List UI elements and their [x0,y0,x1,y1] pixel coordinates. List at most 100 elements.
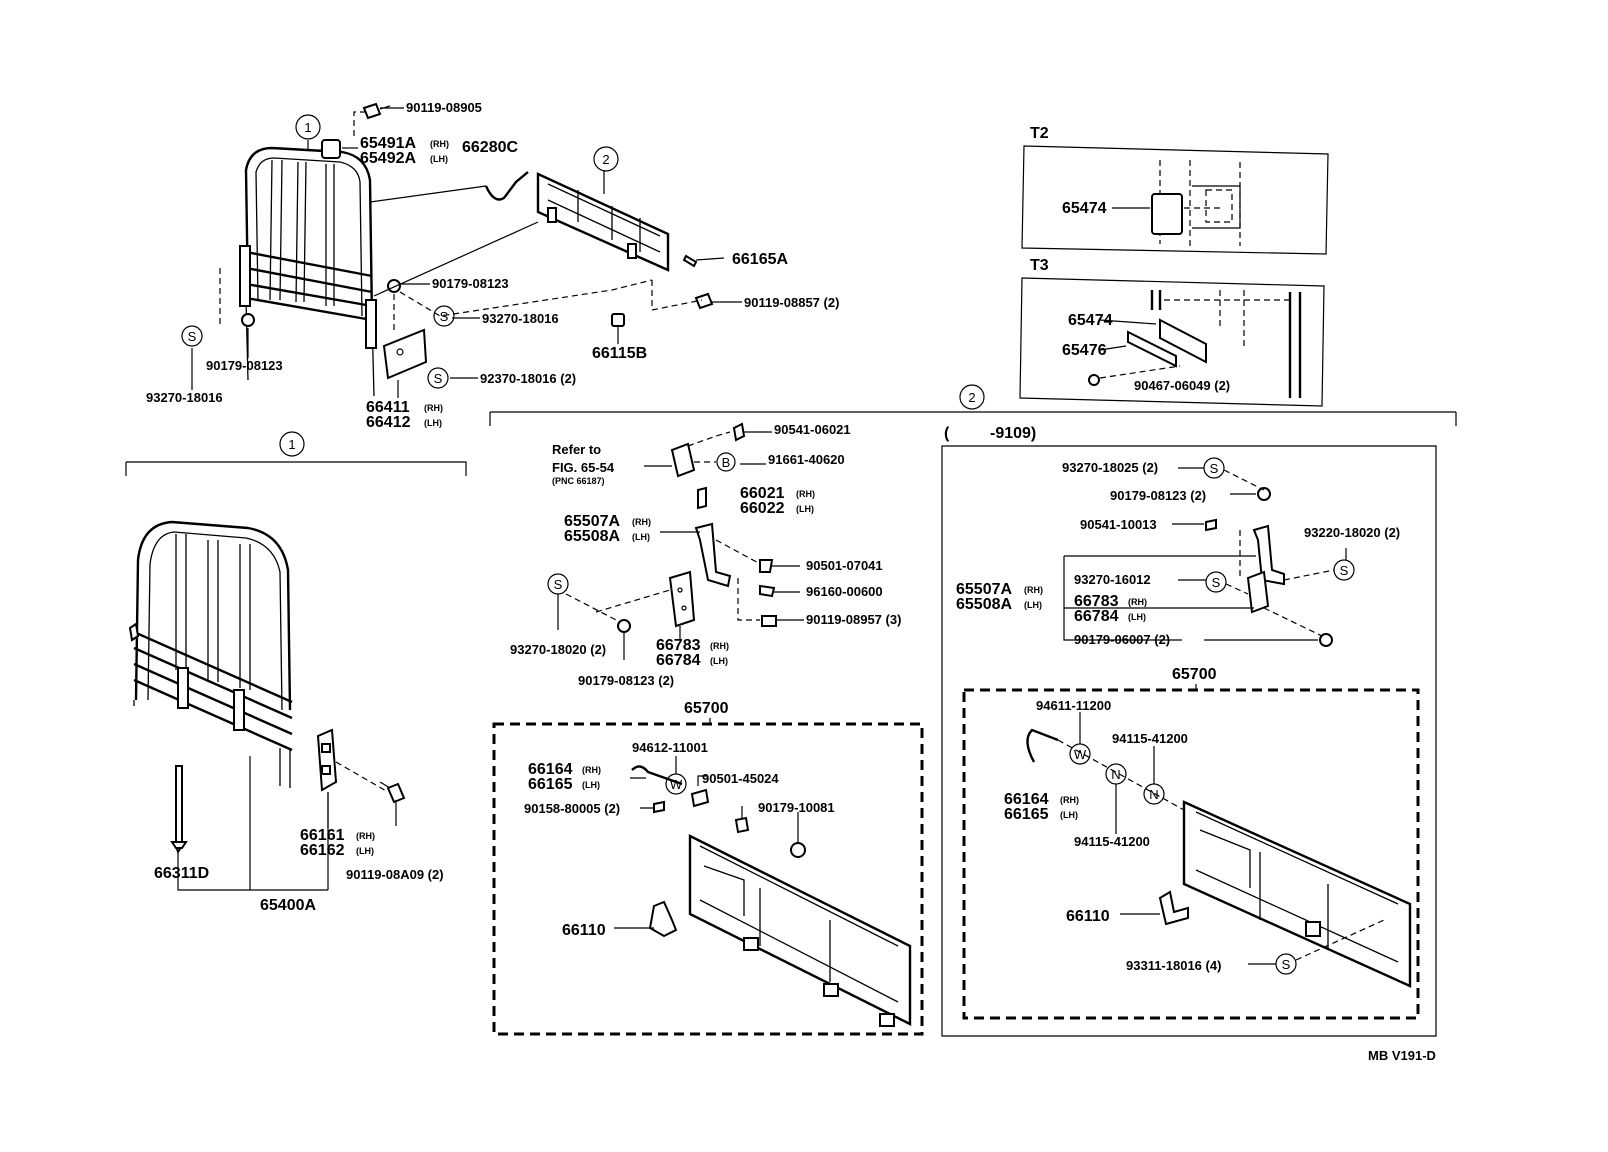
label-right-66165-lh: (LH) [1060,810,1078,820]
svg-text:S: S [554,577,563,592]
svg-text:1: 1 [304,120,311,135]
t3-box: T3 65474 65476 90467-06049 (2) [1019,257,1325,407]
label-mid-65508a: 65508A [564,528,620,545]
label-right-66110: 66110 [1066,908,1110,925]
label-mid-66165-lh: (LH) [582,780,600,790]
label-93270-16012: 93270-16012 [1074,572,1151,587]
label-66115b: 66115B [592,345,647,362]
label-90179-08123-a: 90179-08123 [432,276,509,291]
label-66162-lh: (LH) [356,846,374,856]
svg-text:1: 1 [288,437,295,452]
svg-text:T2: T2 [1030,125,1049,142]
callout-1-top: 1 [295,114,321,140]
label-right-66165: 66165 [1004,806,1049,823]
label-mid-66164-rh: (RH) [582,765,601,775]
svg-text:T3: T3 [1030,257,1049,274]
label-mid-66021: 66021 [740,485,785,502]
tailgate-box-right: 65700 W N N S 94611-11200 94115-41200 66… [962,666,1420,1020]
diagram-code: MB V191-D [1368,1048,1436,1063]
bolt-90119-08857 [694,292,714,310]
svg-text:S: S [1212,575,1221,590]
label-94115-41200-b: 94115-41200 [1074,834,1150,849]
label-66311d: 66311D [154,865,209,882]
label-92370-18016: 92370-18016 (2) [480,371,576,386]
plate-65474-t3 [1159,318,1207,364]
label-t2-65474: 65474 [1062,200,1107,217]
striker-66161 [316,728,338,792]
bracket-66115b [611,313,625,327]
svg-text:S: S [1340,563,1349,578]
label-mid-66021-rh: (RH) [796,489,815,499]
label-mid-66783: 66783 [656,637,701,654]
label-65491a-rh: (RH) [430,139,449,149]
svg-text:2: 2 [968,390,975,405]
label-65400a: 65400A [260,897,316,914]
hinge-plate-66411 [382,328,428,380]
svg-text:S: S [1210,461,1219,476]
hinge-bracket-mid [668,442,732,628]
label-94115-41200-a: 94115-41200 [1112,731,1188,746]
cable-66164-right [1026,728,1059,763]
label-pnc-66187: (PNC 66187) [552,476,605,486]
bolt-90119-08a09 [379,781,406,804]
label-66165a: 66165A [732,251,788,268]
label-66411-rh: (RH) [424,403,443,413]
detail-1-header: 1 [125,431,467,476]
callout-2-top: 2 [593,146,619,172]
label-90119-08a09: 90119-08A09 (2) [346,867,444,882]
detail-2-header: 2 [489,384,1457,426]
label-right-66783-rh: (RH) [1128,597,1147,607]
label-90179-10081: 90179-10081 [758,800,835,815]
hook-66280c [484,171,529,201]
bolt-90119-08905 [362,102,391,120]
pin-66165a [682,254,698,268]
right-panel: ( -9109) [941,425,1437,1037]
label-66412: 66412 [366,414,411,431]
svg-text:W: W [1074,747,1087,762]
label-66161: 66161 [300,827,345,844]
label-90119-08957: 90119-08957 (3) [806,612,901,627]
label-refer-to: Refer to [552,442,601,457]
tailgate-box-mid: 65700 W 94612-11001 66164 (RH) 66165 (LH… [492,700,924,1036]
svg-text:S: S [434,371,443,386]
svg-text:2: 2 [602,152,609,167]
label-90541-06021: 90541-06021 [774,422,851,437]
label-91661-40620: 91661-40620 [768,452,845,467]
label-93220-18020: 93220-18020 (2) [1304,525,1400,540]
label-65492a: 65492A [360,150,416,167]
label-66412-lh: (LH) [424,418,442,428]
svg-text:N: N [1149,787,1158,802]
label-93270-18016-a: 93270-18016 [482,311,559,326]
label-mid-66783-rh: (RH) [710,641,729,651]
label-right-65508a: 65508A [956,596,1012,613]
nut-90179 [241,279,401,327]
label-mid-66022-lh: (LH) [796,504,814,514]
label-mid-66784: 66784 [656,652,701,669]
label-mid-65700: 65700 [684,700,729,717]
label-right-65507a: 65507A [956,581,1012,598]
t2-box: T2 65474 [1021,125,1329,255]
label-90119-08905: 90119-08905 [406,100,482,115]
label-66161-rh: (RH) [356,831,375,841]
label-90467-06049: 90467-06049 (2) [1134,378,1230,393]
label-90501-07041: 90501-07041 [806,558,883,573]
svg-text:N: N [1111,767,1120,782]
hinge-66110 [648,900,678,938]
label-right-65700: 65700 [1172,666,1217,683]
label-right-66164-rh: (RH) [1060,795,1079,805]
label-right-66784: 66784 [1074,608,1119,625]
label-mid-65507a-rh: (RH) [632,517,651,527]
label-mid-65508a-lh: (LH) [632,532,650,542]
s-symbol: S S S [181,305,455,389]
label-right-66784-lh: (LH) [1128,612,1146,622]
label-93311-18016: 93311-18016 (4) [1126,958,1221,973]
label-fig-65-54: FIG. 65-54 [552,460,615,475]
cable-66164 [631,765,683,786]
label-mid-90179-08123: 90179-08123 (2) [578,673,674,688]
label-90501-45024: 90501-45024 [702,771,779,786]
side-gate-panel [536,172,670,272]
label-90158-80005: 90158-80005 (2) [524,801,620,816]
label-t3-65474: 65474 [1068,312,1113,329]
label-94612-11001: 94612-11001 [632,740,708,755]
